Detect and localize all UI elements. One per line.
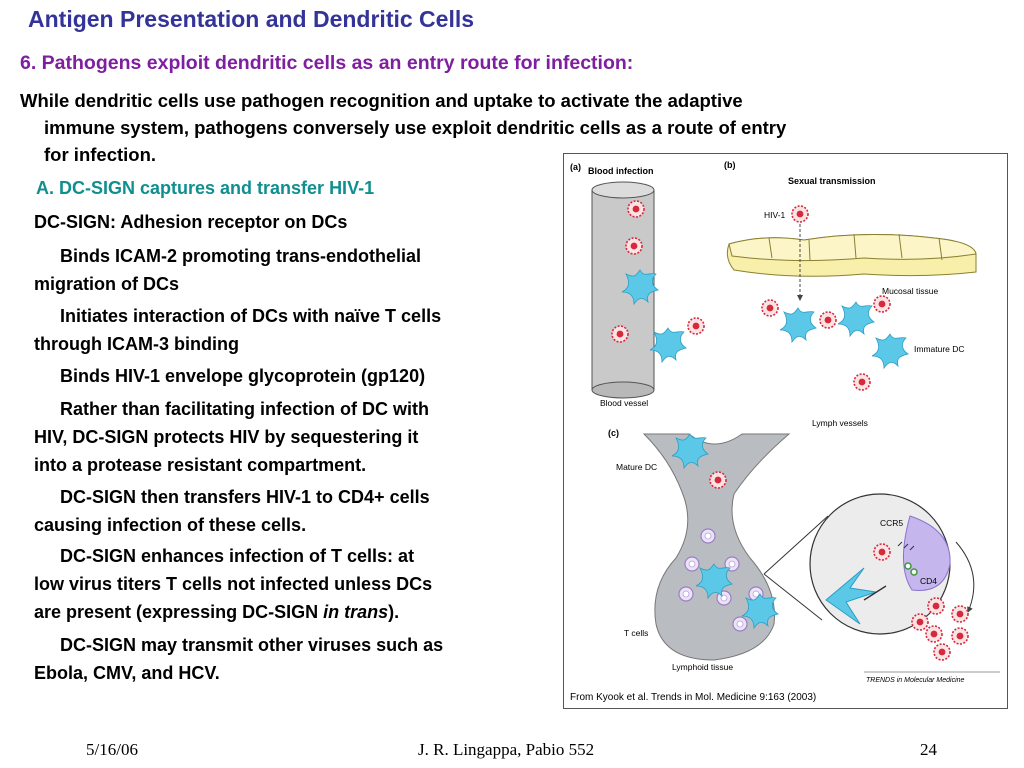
point-icam2: Binds ICAM-2 promoting trans-endothelial… (34, 242, 554, 298)
point-icam2-line-1: Binds ICAM-2 promoting trans-endothelial (60, 246, 422, 266)
intro-line-2: immune system, pathogens conversely use … (44, 117, 787, 138)
immature-dc-label: Immature DC (914, 344, 965, 354)
point-icam3-line-1: Initiates interaction of DCs with naïve … (60, 306, 442, 326)
ccr5-label: CCR5 (880, 518, 903, 528)
t-cells-label: T cells (624, 628, 648, 638)
point-enhances: DC-SIGN enhances infection of T cells: a… (34, 542, 554, 626)
t-cell-icon (700, 528, 716, 544)
slide-subtitle: 6. Pathogens exploit dendritic cells as … (20, 52, 634, 74)
magnified-synapse: CCR5 CD4 (809, 493, 951, 635)
footer-author: J. R. Lingappa, Pabio 552 (418, 740, 595, 759)
virus-icon (627, 200, 645, 218)
point-icam2-line-2: migration of DCs (34, 274, 180, 294)
zoom-line (763, 573, 823, 621)
point-enhances-line-2: low virus titers T cells not infected un… (34, 574, 433, 594)
lymphoid-tissue-label: Lymphoid tissue (672, 662, 733, 672)
virus-icon (911, 613, 929, 631)
point-gp120: Binds HIV-1 envelope glycoprotein (gp120… (34, 362, 554, 390)
point-transfers-line-2: causing infection of these cells. (34, 515, 307, 535)
virus-icon (853, 373, 871, 391)
blood-infection-label: Blood infection (588, 166, 654, 176)
virus-icon (709, 471, 727, 489)
blood-vessel-shape (591, 181, 655, 399)
dendritic-cell-icon (779, 307, 817, 343)
hiv-1-label: HIV-1 (764, 210, 786, 220)
panel-b-label: (b) (724, 160, 736, 170)
zoom-line (763, 515, 829, 575)
virus-icon (873, 543, 891, 561)
dendritic-cell-icon (649, 327, 687, 363)
page-number: 24 (920, 740, 937, 759)
blood-vessel-label: Blood vessel (600, 398, 648, 408)
point-other-viruses-line-2: Ebola, CMV, and HCV. (34, 663, 220, 683)
virus-icon (611, 325, 629, 343)
point-icam3: Initiates interaction of DCs with naïve … (34, 302, 554, 358)
point-enhances-line-3: are present (expressing DC-SIGN in trans… (34, 598, 554, 626)
infection-arrow (955, 541, 975, 613)
figure-citation: From Kyook et al. Trends in Mol. Medicin… (570, 692, 816, 703)
mucosal-tissue-label: Mucosal tissue (882, 286, 938, 296)
mucosal-tissue-shape (726, 233, 977, 277)
point-enhances-line-3-em: in trans (323, 602, 389, 622)
intro-line-3: for infection. (44, 144, 157, 165)
sexual-transmission-label: Sexual transmission (788, 176, 876, 186)
point-protects-line-3: into a protease resistant compartment. (34, 455, 367, 475)
panel-c-label: (c) (608, 428, 619, 438)
cd4-label: CD4 (920, 576, 937, 586)
point-icam3-line-2: through ICAM-3 binding (34, 334, 239, 354)
point-enhances-line-1: DC-SIGN enhances infection of T cells: a… (60, 546, 415, 566)
virus-icon (761, 299, 779, 317)
virus-icon (819, 311, 837, 329)
point-gp120-line-1: Binds HIV-1 envelope glycoprotein (gp120… (60, 366, 426, 386)
virus-icon (933, 643, 951, 661)
t-cell-icon (732, 616, 748, 632)
panel-a-label: (a) (570, 162, 581, 172)
t-cell-icon (684, 556, 700, 572)
virus-icon (687, 317, 705, 335)
point-enhances-line-3-pre: are present (expressing DC-SIGN (34, 602, 324, 622)
point-other-viruses: DC-SIGN may transmit other viruses such … (34, 631, 554, 687)
virus-icon (951, 605, 969, 623)
point-protects: Rather than facilitating infection of DC… (34, 395, 554, 479)
intro-paragraph: While dendritic cells use pathogen recog… (20, 87, 980, 168)
point-other-viruses-line-1: DC-SIGN may transmit other viruses such … (60, 635, 444, 655)
figure-illustration: (a) Blood infection Blood vessel (b) Sex… (570, 160, 1000, 703)
virus-icon (791, 205, 809, 223)
point-transfers-line-1: DC-SIGN then transfers HIV-1 to CD4+ cel… (60, 487, 430, 507)
virus-icon (951, 627, 969, 645)
footer-date: 5/16/06 (86, 740, 138, 759)
lymph-vessels-label: Lymph vessels (812, 418, 868, 428)
mature-dc-label: Mature DC (616, 462, 657, 472)
point-adhesion: DC-SIGN: Adhesion receptor on DCs (34, 212, 348, 232)
point-protects-line-2: HIV, DC-SIGN protects HIV by sequesterin… (34, 427, 419, 447)
point-transfers: DC-SIGN then transfers HIV-1 to CD4+ cel… (34, 483, 554, 539)
dendritic-cell-icon (837, 301, 875, 337)
lymph-node-shape (642, 433, 791, 661)
figure-panel: (a) Blood infection Blood vessel (b) Sex… (563, 153, 1008, 709)
t-cell-icon (678, 586, 694, 602)
point-protects-line-1: Rather than facilitating infection of DC… (60, 399, 429, 419)
intro-line-1: While dendritic cells use pathogen recog… (20, 90, 743, 111)
virus-icon (625, 237, 643, 255)
virus-icon (925, 625, 943, 643)
virus-icon (927, 597, 945, 615)
point-enhances-line-3-post: ). (388, 602, 400, 622)
virus-icon (873, 295, 891, 313)
journal-credit: TRENDS in Molecular Medicine (866, 677, 965, 684)
section-a-heading: A. DC-SIGN captures and transfer HIV-1 (36, 178, 375, 198)
slide-title: Antigen Presentation and Dendritic Cells (28, 6, 475, 32)
dendritic-cell-icon (871, 333, 909, 369)
